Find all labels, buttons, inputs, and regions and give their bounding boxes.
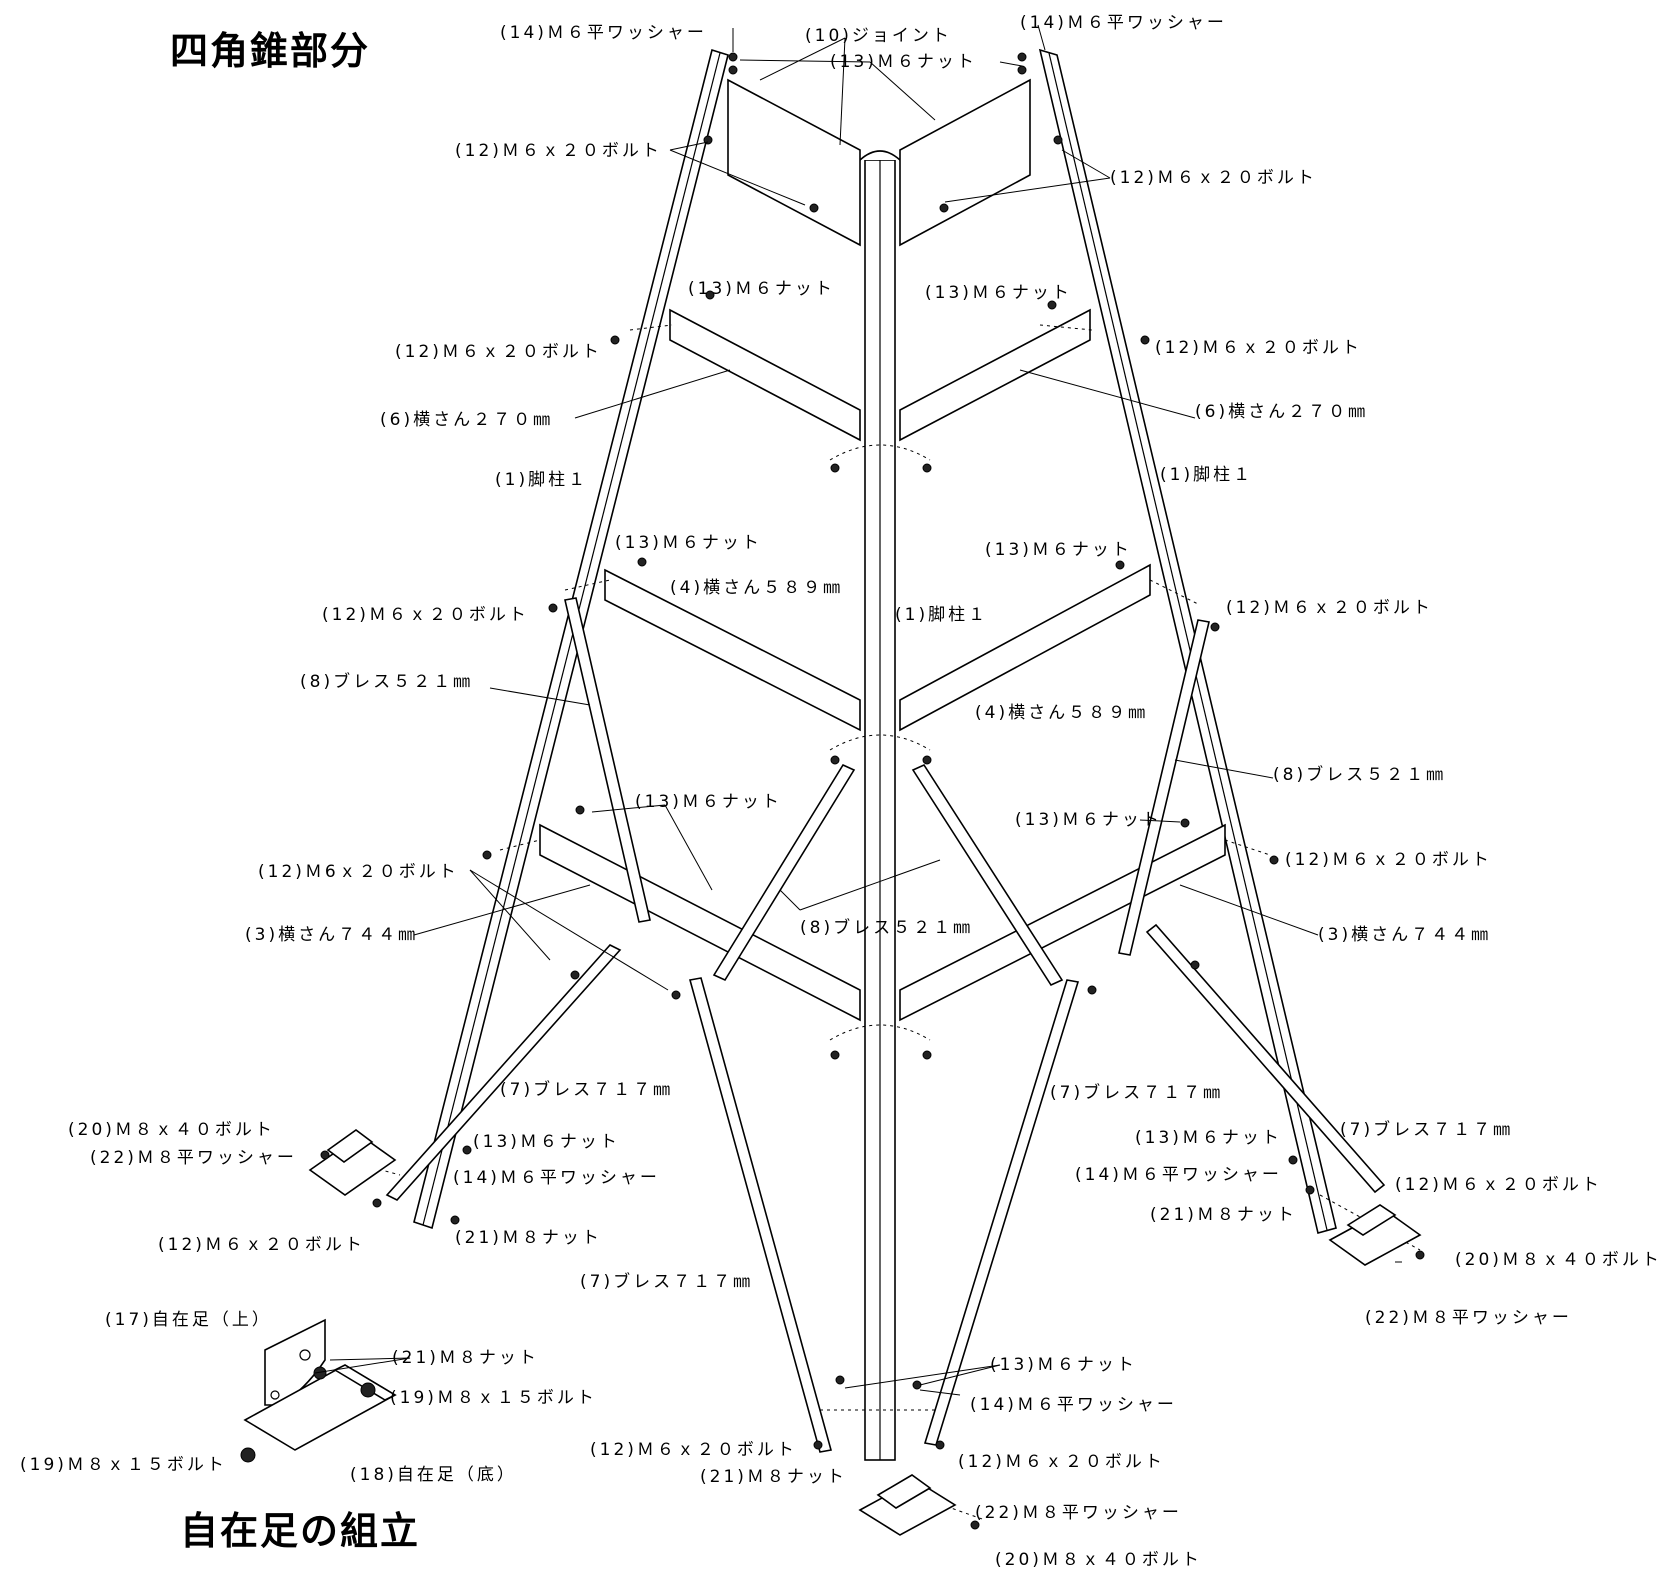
part-label-flat-washer-m8: (22)Ｍ８平ワッシャー [90,1148,297,1168]
foot-right [1328,1204,1422,1266]
part-label-bolt-m6x20: (12)Ｍ６ｘ２０ボルト [958,1452,1165,1472]
crossbar-270-right [899,308,1091,442]
left-leg-post [413,48,729,1230]
part-label-nut-m6: (13)Ｍ６ナット [635,792,782,812]
part-label-bolt-m6x20: (12)Ｍ６ｘ２０ボルト [158,1235,365,1255]
part-label-nut-m6: (13)Ｍ６ナット [925,283,1072,303]
leader-lines [314,24,1402,1396]
part-label-leg-post: (1)脚柱１ [895,605,989,625]
part-label-bolt-m8x40: (20)Ｍ８ｘ４０ボルト [995,1550,1202,1570]
part-label-crossbar-589: (4)横さん５８９㎜ [670,578,844,598]
brace-521-left-outer [564,597,651,923]
part-label-bolt-m6x20: (12)Ｍ６ｘ２０ボルト [1155,338,1362,358]
right-joint-plate [899,78,1031,247]
part-label-crossbar-589: (4)横さん５８９㎜ [975,703,1149,723]
part-label-joint: (10)ジョイント [805,26,952,46]
part-label-brace-521: (8)ブレス５２１㎜ [800,918,974,938]
part-label-crossbar-270: (6)横さん２７０㎜ [1195,402,1369,422]
foot-left [308,1129,397,1196]
part-label-flat-washer-m6: (14)Ｍ６平ワッシャー [500,23,707,43]
part-label-nut-m6: (13)Ｍ６ナット [1015,810,1162,830]
right-leg-post [1038,48,1337,1234]
part-label-nut-m8: (21)Ｍ８ナット [455,1228,602,1248]
fastener-marks [320,52,1425,1530]
part-label-nut-m6: (13)Ｍ６ナット [615,533,762,553]
part-label-bolt-m6x20: (12)Ｍ６ｘ２０ボルト [1395,1175,1602,1195]
part-label-nut-m6: (13)Ｍ６ナット [688,279,835,299]
part-label-nut-m8: (21)Ｍ８ナット [1150,1205,1297,1225]
part-label-bolt-m8x40: (20)Ｍ８ｘ４０ボルト [68,1120,275,1140]
part-label-crossbar-270: (6)横さん２７０㎜ [380,410,554,430]
brace-521-right-inner [911,763,1064,987]
part-label-bolt-m6x20: (12)Ｍ６ｘ２０ボルト [1226,598,1433,618]
brace-717-right-outer [1145,923,1386,1194]
crossbar-270-left [669,308,861,442]
part-label-bolt-m6x20: (12)Ｍ６ｘ２０ボルト [1110,168,1317,188]
part-label-leg-post: (1)脚柱１ [495,470,589,490]
part-label-brace-717: (7)ブレス７１７㎜ [580,1272,754,1292]
part-label-bolt-m6x20: (12)Ｍ６ｘ２０ボルト [1285,850,1492,870]
page-title: 四角錐部分 [170,29,371,73]
part-label-nut-m6: (13)Ｍ６ナット [985,540,1132,560]
part-label-brace-717: (7)ブレス７１７㎜ [500,1080,674,1100]
part-label-adjustable-foot-top: (17)自在足（上） [105,1310,272,1330]
brace-717-right-inner [923,979,1080,1446]
part-label-bolt-m6x20: (12)Ｍ６ｘ２０ボルト [590,1440,797,1460]
part-label-bolt-m8x40: (20)Ｍ８ｘ４０ボルト [1455,1250,1658,1270]
part-label-bolt-m6x20: (12)Ｍ６ｘ２０ボルト [322,605,529,625]
part-label-bolt-m6x20: (12)Ｍ６ｘ２０ボルト [455,141,662,161]
part-label-flat-washer-m8: (22)Ｍ８平ワッシャー [975,1503,1182,1523]
part-label-bolt-m6x20: (12)Ｍ６ｘ２０ボルト [395,342,602,362]
crossbar-589-right [899,563,1151,732]
part-label-brace-717: (7)ブレス７１７㎜ [1050,1083,1224,1103]
part-label-bolt-m8x15: (19)Ｍ８ｘ１５ボルト [390,1388,597,1408]
part-label-bolt-m8x15: (19)Ｍ８ｘ１５ボルト [20,1455,227,1475]
brace-717-left-inner [688,977,833,1453]
part-label-flat-washer-m8: (22)Ｍ８平ワッシャー [1365,1308,1572,1328]
part-label-nut-m6: (13)Ｍ６ナット [990,1355,1137,1375]
part-label-bolt-m6x20: (12)Ｍ6ｘ２０ボルト [258,862,459,882]
part-label-flat-washer-m6: (14)Ｍ６平ワッシャー [1020,13,1227,33]
part-label-nut-m6: (13)Ｍ６ナット [830,52,977,72]
crossbar-589-left [604,568,861,732]
part-label-brace-521: (8)ブレス５２１㎜ [300,672,474,692]
left-joint-plate [727,78,861,247]
part-label-leg-post: (1)脚柱１ [1160,465,1254,485]
part-label-flat-washer-m6: (14)Ｍ６平ワッシャー [453,1168,660,1188]
part-label-crossbar-744: (3)横さん７４４㎜ [245,925,419,945]
adjustable-foot-base-part [240,1364,397,1463]
part-label-brace-521: (8)ブレス５２１㎜ [1273,765,1447,785]
part-label-flat-washer-m6: (14)Ｍ６平ワッシャー [1075,1165,1282,1185]
brace-521-right-outer [1118,619,1210,956]
part-label-flat-washer-m6: (14)Ｍ６平ワッシャー [970,1395,1177,1415]
brace-717-left-outer [385,944,622,1201]
foot-center [858,1474,957,1536]
subsection-title: 自在足の組立 [180,1509,421,1553]
brace-521-left-inner [712,763,856,982]
part-label-adjustable-foot-base: (18)自在足（底） [350,1465,517,1485]
part-label-nut-m6: (13)Ｍ６ナット [1135,1128,1282,1148]
center-leg-post [859,150,901,1461]
part-label-nut-m8: (21)Ｍ８ナット [392,1348,539,1368]
part-label-nut-m8: (21)Ｍ８ナット [700,1467,847,1487]
part-label-nut-m6: (13)Ｍ６ナット [473,1132,620,1152]
part-label-crossbar-744: (3)横さん７４４㎜ [1318,925,1492,945]
part-label-brace-717: (7)ブレス７１７㎜ [1340,1120,1514,1140]
